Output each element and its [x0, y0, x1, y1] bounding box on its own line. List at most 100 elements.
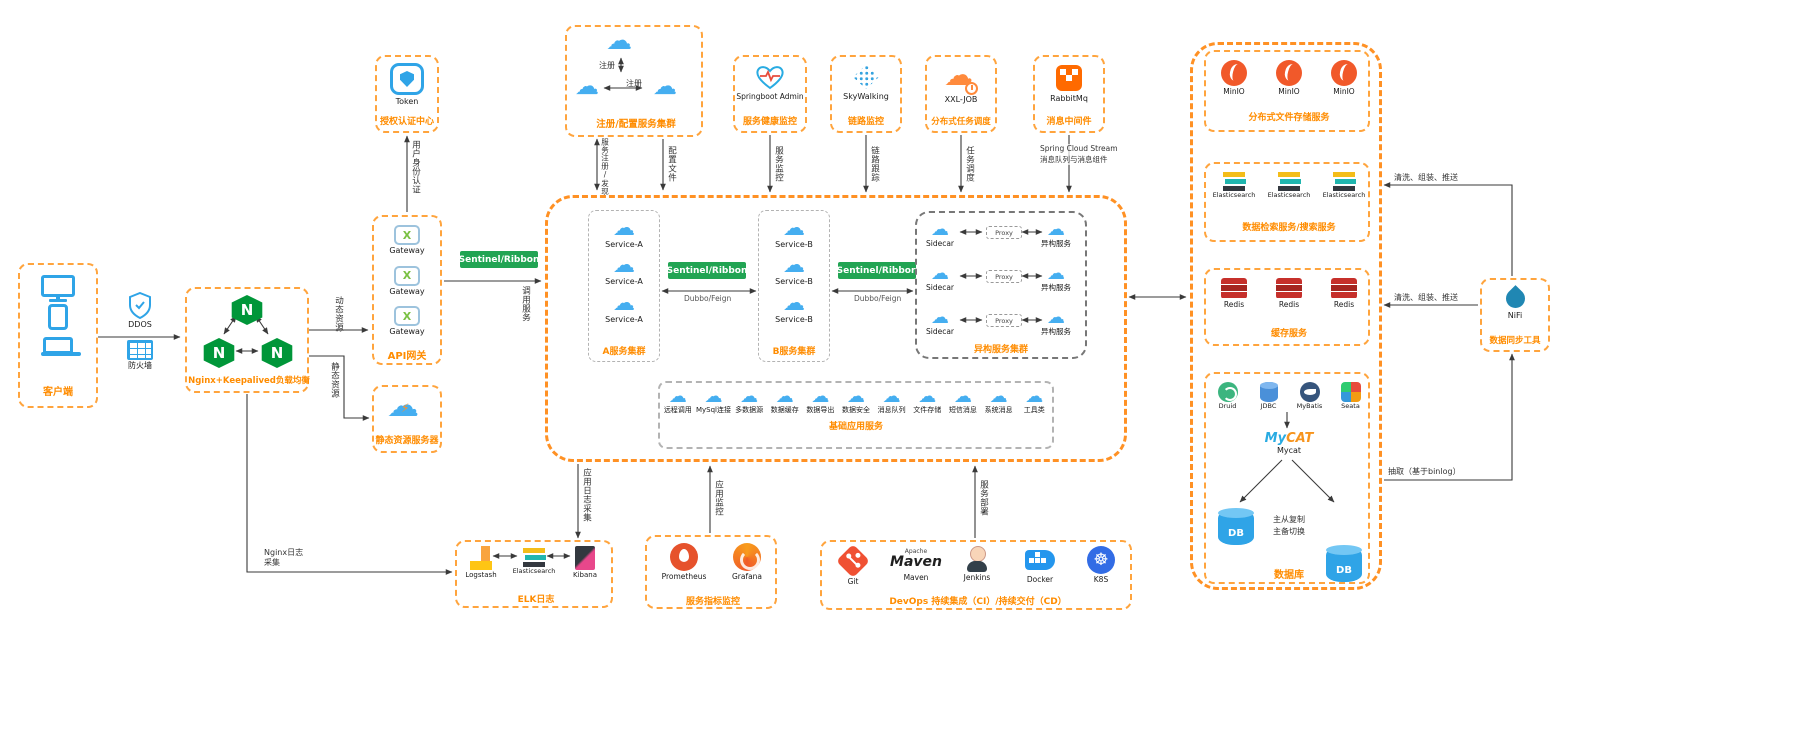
auth-panel: Token 授权认证中心	[375, 55, 439, 133]
base-service-name: 文件存储	[913, 406, 942, 415]
sidecar-node: ☁Sidecar	[920, 307, 960, 336]
metrics-label: 服务指标监控	[685, 597, 740, 607]
token-label: Token	[395, 97, 419, 106]
mybatis-node: MyBatis	[1290, 382, 1329, 411]
edge-nginx1	[223, 315, 237, 335]
edge-label-extract: 抽取（基于binlog）	[1388, 467, 1461, 476]
rabbitmq-icon	[1056, 65, 1082, 91]
base-service-node: ☁远程调用	[660, 387, 696, 415]
gateway-icon: X	[394, 306, 420, 327]
mybatis-name: MyBatis	[1296, 402, 1323, 410]
proxy-node: Proxy	[986, 270, 1022, 283]
gateway-icon: X	[394, 225, 420, 245]
sentinel-ribbon-badge: Sentinel/Ribbon	[837, 262, 917, 279]
edge-label-reg-discover: 服务注册/发现	[600, 138, 610, 196]
cloud-icon: ☁	[613, 290, 635, 316]
gateway-name: Gateway	[389, 327, 425, 337]
druid-name: Druid	[1218, 402, 1237, 410]
mycat-name: Mycat	[1276, 446, 1302, 456]
service-name: Service-A	[605, 239, 643, 249]
services-container	[545, 195, 1127, 462]
edge-label-clean-mid: 清洗、组装、推送	[1394, 293, 1458, 302]
elasticsearch-icon	[522, 548, 546, 567]
mycat-node: MyCAT Mycat	[1256, 431, 1322, 456]
minio-node: MinIO	[1212, 60, 1256, 96]
edge-db-nifi	[1384, 353, 1515, 481]
minio-name: MinIO	[1223, 87, 1245, 96]
database-label: 数据库	[1274, 570, 1304, 581]
grafana-node: Grafana	[718, 543, 776, 581]
desktop-icon	[41, 275, 75, 297]
redis-node: Redis	[1322, 278, 1366, 309]
shield-icon	[129, 292, 151, 319]
static-cloud-icon: ☁ ⚡	[387, 386, 419, 424]
register-edge-label: 注册	[599, 61, 615, 70]
base-service-name: 数据导出	[806, 406, 835, 415]
edge-label-task: 任务调度	[964, 146, 975, 182]
service-node: ☁Service-B	[775, 292, 813, 324]
minio-node: MinIO	[1267, 60, 1311, 96]
git-node: Git	[824, 544, 882, 586]
base-service-node: ☁MySql连接	[695, 386, 732, 415]
service-name: Service-A	[605, 277, 643, 287]
sidecar-node: ☁Sidecar	[920, 219, 960, 248]
cloud-icon: ☁	[811, 386, 830, 407]
sidecar-node: ☁Sidecar	[920, 264, 960, 292]
hetero-service-name: 异构服务	[1041, 327, 1071, 337]
client-panel: 客户端	[18, 263, 98, 408]
edge-label-deploy: 服务部署	[978, 480, 989, 516]
minio-icon	[1276, 60, 1302, 86]
devops-panel: Git Apache Maven Maven Jenkins Docker ☸K…	[820, 540, 1132, 610]
es-node: Elasticsearch	[1265, 172, 1313, 200]
grafana-name: Grafana	[731, 572, 763, 581]
cloud-icon: ☁	[918, 386, 937, 407]
nifi-label: 数据同步工具	[1489, 336, 1541, 346]
ddos-node: DDOS	[120, 292, 160, 330]
es-name: Elasticsearch	[512, 567, 556, 575]
cloud-icon: ☁	[1047, 263, 1065, 284]
edge-label-clean-top: 清洗、组装、推送	[1394, 173, 1458, 182]
minio-node: MinIO	[1322, 60, 1366, 96]
cloud-icon: ☁	[953, 386, 972, 407]
static-server-panel: ☁ ⚡ 静态资源服务器	[372, 385, 442, 453]
base-service-name: 数据安全	[842, 406, 871, 415]
base-service-name: 数据缓存	[770, 406, 799, 415]
redis-name: Redis	[1333, 300, 1355, 309]
cloud-icon: ☁	[783, 253, 805, 279]
edge-label-nginx-log: Nginx日志采集	[264, 548, 308, 569]
storage-panel: MinIO MinIO MinIO 分布式文件存储服务	[1204, 50, 1370, 132]
devops-label: DevOps 持续集成（CI）/持续交付（CD）	[889, 597, 1067, 607]
bolt-icon: ⚡	[401, 401, 410, 415]
edge-label-trace: 链路跟踪	[869, 146, 880, 182]
cloud-icon: ☁	[882, 386, 901, 407]
edge-label-invoke: 调用服务	[520, 286, 531, 322]
nginx-label: Nginx+Keepalived负载均衡	[188, 376, 310, 386]
kibana-icon	[575, 546, 595, 570]
proxy-node: Proxy	[986, 226, 1022, 239]
springboot-admin-name: Springboot Admin	[736, 92, 804, 101]
skywalking-label: 链路监控	[847, 117, 884, 127]
base-service-node: ☁数据缓存	[767, 386, 803, 415]
edge-label-stream: Spring Cloud Stream 消息队列与消息组件	[1040, 144, 1150, 165]
tablet-icon	[48, 304, 68, 330]
database-panel: Druid JDBC MyBatis Seata MyCAT Mycat DB …	[1204, 372, 1370, 584]
base-service-name: MySql连接	[695, 406, 731, 415]
edge-label-log-collect: 应用日志采集	[581, 468, 592, 522]
cloud-icon: ☁	[847, 386, 866, 407]
firewall-label: 防火墙	[128, 361, 152, 370]
redis-icon	[1221, 278, 1247, 299]
base-service-node: ☁短信消息	[945, 386, 981, 415]
k8s-name: K8S	[1093, 575, 1109, 584]
dubbo-feign-label: Dubbo/Feign	[854, 294, 902, 303]
cloud-icon: ☁	[931, 307, 949, 328]
cloud-icon: ☁	[775, 386, 794, 407]
cloud-icon: ☁	[704, 386, 723, 407]
base-service-node: ☁数据导出	[803, 386, 839, 415]
sentinel-ribbon-badge: Sentinel/Ribbon	[667, 262, 747, 279]
cloud-icon: ☁	[931, 219, 949, 240]
seata-node: Seata	[1331, 382, 1370, 411]
service-name: Service-B	[775, 239, 813, 249]
elasticsearch-icon	[1222, 172, 1246, 191]
redis-name: Redis	[1278, 300, 1300, 309]
base-service-name: 工具类	[1023, 406, 1045, 415]
